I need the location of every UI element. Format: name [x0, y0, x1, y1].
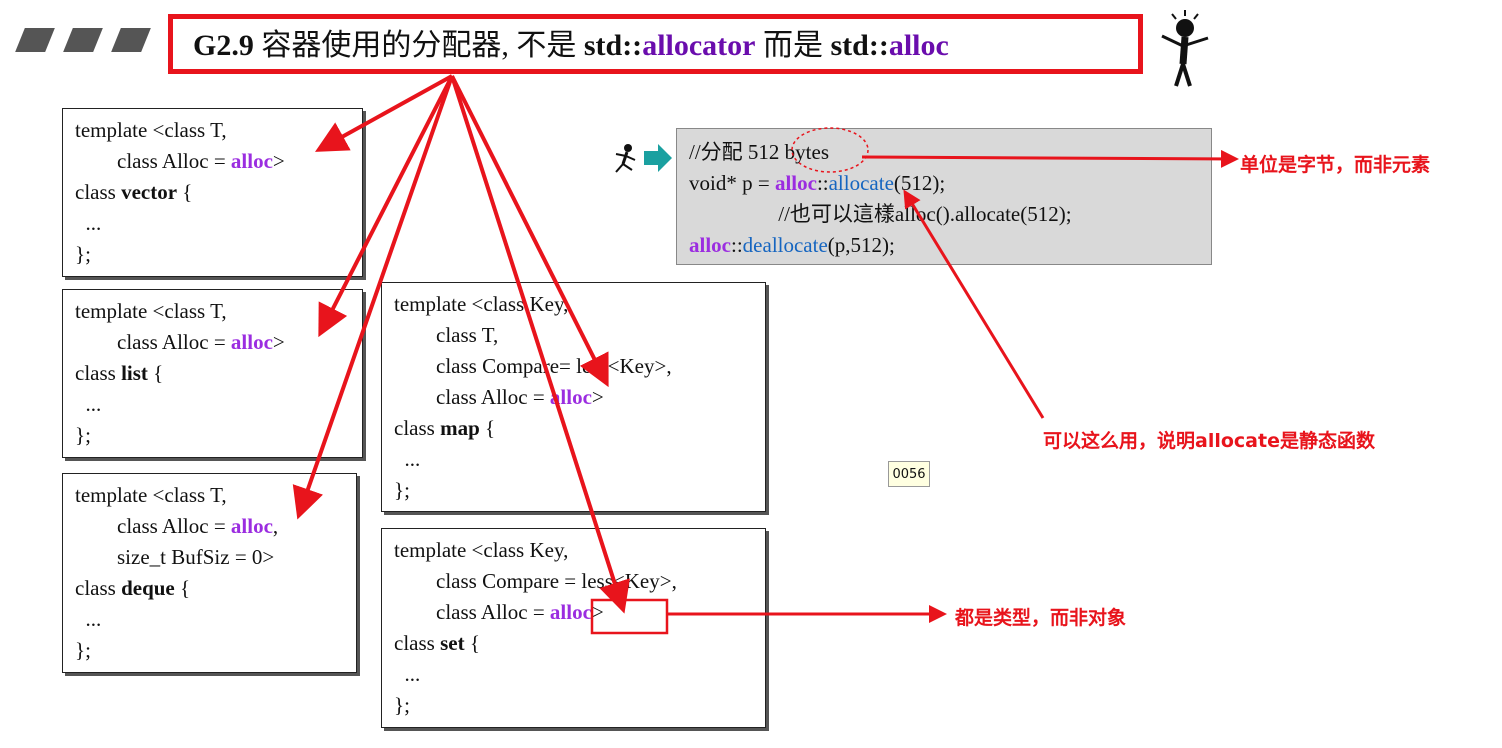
title-std-1: std::: [583, 29, 643, 62]
code-text: {: [177, 180, 193, 204]
code-text: {: [147, 361, 164, 385]
code-text: >: [272, 330, 285, 354]
code-text: ::: [816, 171, 829, 195]
alloc-keyword: alloc: [774, 171, 817, 195]
code-line: };: [75, 423, 91, 447]
list-code-box: template <class T, class Alloc = alloc> …: [62, 289, 363, 458]
alloc-highlight-box: [590, 598, 669, 635]
code-line: size_t BufSiz = 0>: [75, 545, 275, 569]
code-text: class: [394, 631, 441, 655]
arrow-to-deque: [292, 75, 454, 520]
code-line: template <class T,: [75, 299, 227, 323]
code-line: class Alloc =: [394, 385, 550, 409]
code-line: class Alloc =: [75, 149, 231, 173]
code-text: void* p =: [689, 171, 775, 195]
alloc-keyword: alloc: [549, 600, 592, 624]
title-mid2: 而是: [755, 29, 831, 62]
code-text: >: [591, 600, 604, 624]
code-line: };: [75, 638, 91, 662]
title-allocator: allocator: [642, 29, 756, 62]
arrow-to-map: [450, 75, 609, 388]
code-text: (p,512);: [827, 233, 895, 257]
class-name: deque: [121, 576, 175, 600]
slide-title-box: G2.9 容器使用的分配器, 不是 std::allocator 而是 std:…: [168, 14, 1143, 74]
code-text: {: [174, 576, 191, 600]
code-line: template <class T,: [75, 483, 227, 507]
class-name: list: [121, 361, 148, 385]
alloc-usage-box: //分配 512 bytes void* p = alloc::allocate…: [676, 128, 1212, 265]
code-text: {: [479, 416, 496, 440]
bytes-annotation: 单位是字节，而非元素: [1240, 154, 1431, 176]
title-std-2: std::: [830, 29, 889, 62]
code-line: };: [394, 478, 410, 502]
code-text: >: [272, 149, 285, 173]
arrow-to-vector: [315, 74, 453, 152]
code-line: ...: [394, 447, 421, 471]
code-line: class Alloc =: [75, 330, 231, 354]
deallocate-fn: deallocate: [742, 233, 828, 257]
code-line: ...: [75, 607, 102, 631]
code-line: ...: [75, 392, 102, 416]
code-line: };: [394, 693, 410, 717]
code-comment: //分配 512 bytes: [689, 140, 829, 164]
code-text: ,: [272, 514, 279, 538]
allocate-fn: allocate: [828, 171, 894, 195]
title-prefix: G2.9: [193, 29, 254, 62]
code-line: template <class T,: [75, 118, 227, 142]
alloc-keyword: alloc: [230, 330, 273, 354]
code-text: class: [75, 361, 122, 385]
arrow-bytes: [861, 149, 1239, 168]
slide-title: G2.9 容器使用的分配器, 不是 std::allocator 而是 std:…: [193, 27, 949, 65]
arrow-to-set: [450, 75, 630, 614]
code-text: class: [75, 180, 122, 204]
types-annotation: 都是类型，而非对象: [955, 607, 1127, 629]
static-annotation: 可以这么用，说明allocate是静态函数: [1043, 430, 1375, 452]
code-line: ...: [394, 662, 421, 686]
map-code-box: template <class Key, class T, class Comp…: [381, 282, 766, 512]
code-line: class Alloc =: [394, 600, 550, 624]
code-text: class: [75, 576, 122, 600]
page-number-tag: 0056: [888, 461, 930, 487]
code-line: };: [75, 242, 91, 266]
title-alloc: alloc: [888, 29, 949, 62]
class-name: set: [440, 631, 465, 655]
class-name: vector: [121, 180, 178, 204]
title-middle: 容器使用的分配器, 不是: [253, 29, 584, 62]
alloc-keyword: alloc: [689, 233, 731, 257]
code-line: class Alloc =: [75, 514, 231, 538]
arrow-to-list: [318, 75, 454, 338]
alloc-keyword: alloc: [230, 149, 273, 173]
code-line: template <class Key,: [394, 538, 569, 562]
code-text: ::: [731, 233, 743, 257]
code-text: {: [464, 631, 480, 655]
code-line: template <class Key,: [394, 292, 569, 316]
vector-code-box: template <class T, class Alloc = alloc> …: [62, 108, 363, 277]
bytes-highlight-ellipse: [791, 127, 869, 173]
deque-code-box: template <class T, class Alloc = alloc, …: [62, 473, 357, 673]
code-text: class: [394, 416, 441, 440]
arrow-static: [903, 189, 1045, 419]
cartoon-figure-icon: [1161, 10, 1209, 87]
alloc-keyword: alloc: [230, 514, 273, 538]
set-code-box: template <class Key, class Compare = les…: [381, 528, 766, 728]
code-line: class T,: [394, 323, 499, 347]
code-line: ...: [75, 211, 102, 235]
runner-icon: [615, 144, 672, 173]
code-text: >: [591, 385, 604, 409]
class-name: map: [440, 416, 480, 440]
